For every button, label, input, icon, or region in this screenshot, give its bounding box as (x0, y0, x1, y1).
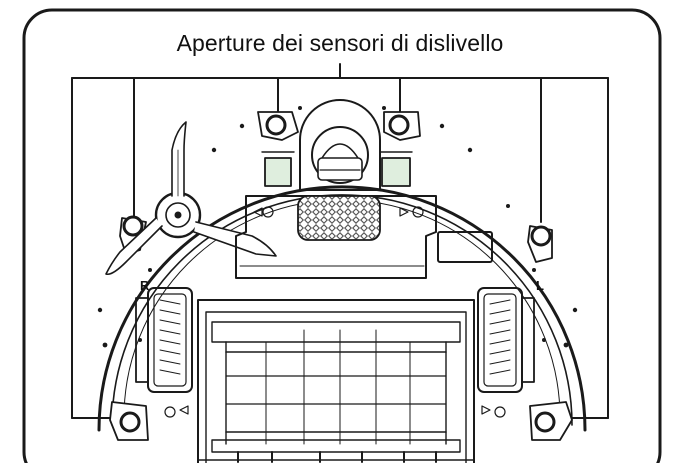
diagram-caption: Aperture dei sensori di dislivello (176, 30, 504, 56)
wheel-label-left: L (536, 278, 544, 293)
main-brush-housing (197, 299, 475, 463)
cliff-sensor-top-right (383, 111, 421, 141)
cliff-sensor-mid-right (527, 225, 553, 263)
robot-body-outline (97, 185, 587, 432)
frame-border (22, 8, 662, 468)
cliff-sensor-bottom-right (529, 401, 573, 441)
cliff-sensor-bottom-left (109, 401, 149, 441)
sensor-window-left (264, 157, 292, 187)
left-drive-wheel (135, 287, 193, 393)
front-caster-wheel (299, 99, 381, 191)
dustbin-cover (235, 195, 437, 279)
leader-lines (71, 63, 609, 419)
right-drive-wheel (477, 287, 535, 393)
bottom-markers (164, 405, 506, 418)
side-brush (105, 121, 277, 276)
wheel-label-right: R (140, 278, 150, 293)
charging-contact-plate (437, 231, 493, 263)
cliff-sensor-top-left (257, 111, 299, 141)
sensor-window-right (381, 157, 411, 187)
